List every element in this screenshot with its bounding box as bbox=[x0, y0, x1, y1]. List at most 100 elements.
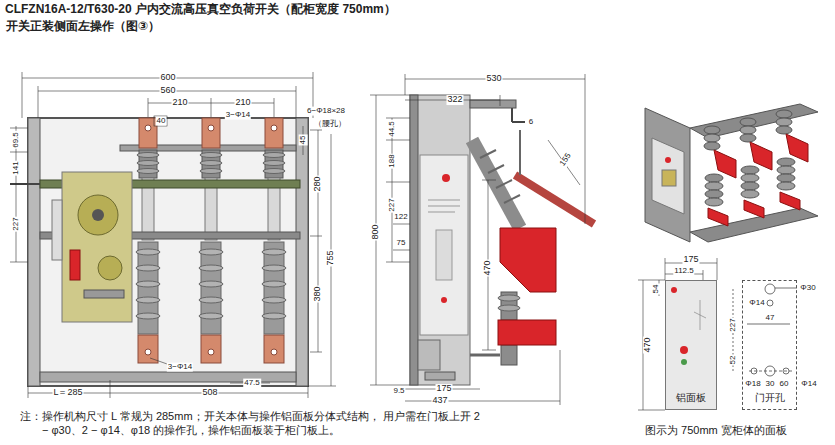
panel-drawing bbox=[681, 359, 687, 365]
side-view-cabinet bbox=[428, 200, 460, 201]
operating-mechanism bbox=[98, 256, 122, 280]
door-hole-drawing bbox=[749, 371, 792, 372]
side-view-dimensions bbox=[482, 350, 496, 351]
red-contact-parts bbox=[498, 320, 556, 345]
side-view-cabinet bbox=[512, 121, 525, 123]
switch-poles bbox=[199, 118, 223, 363]
side-view-dimensions bbox=[386, 262, 410, 263]
side-view-dimensions bbox=[370, 385, 410, 386]
front-view-dimensions bbox=[148, 98, 149, 117]
dimension-label: 6 bbox=[528, 118, 534, 127]
door-hole-drawing bbox=[765, 284, 775, 294]
dimension-label: 112.5 bbox=[673, 267, 694, 276]
dimension-label: 45 bbox=[299, 135, 308, 146]
side-view-dimensions bbox=[370, 74, 585, 405]
dimension-label: Φ30 bbox=[799, 284, 816, 293]
dimension-label: 30 bbox=[765, 380, 776, 389]
isometric-view bbox=[662, 170, 676, 186]
side-view-cabinet bbox=[410, 95, 470, 385]
dimension-label: 470 bbox=[483, 259, 493, 276]
panel-dimensions bbox=[638, 280, 665, 281]
note-text: 注：操作机构尺寸 L 常规为 285mm；开关本体与操作铝面板分体式结构， 用户… bbox=[20, 410, 483, 438]
dimension-label: 40 bbox=[156, 117, 167, 126]
operating-mechanism bbox=[78, 195, 118, 235]
front-view-dimensions bbox=[28, 386, 29, 398]
red-contact-parts bbox=[515, 175, 594, 224]
side-view-insulators bbox=[470, 354, 500, 357]
side-view-dimensions bbox=[392, 118, 393, 262]
dimension-label: 44.5 bbox=[388, 120, 397, 138]
dimension-label: 280 bbox=[313, 175, 323, 192]
dimension-label: 755 bbox=[326, 249, 336, 266]
side-view-insulators bbox=[504, 195, 520, 203]
dimension-label: 188 bbox=[388, 153, 397, 168]
front-view-dimensions bbox=[296, 86, 297, 118]
front-view-dimensions bbox=[310, 352, 322, 353]
front-view-dimensions bbox=[10, 184, 28, 185]
panel-drawing bbox=[680, 346, 688, 354]
isometric-view bbox=[645, 104, 818, 242]
side-view-insulators bbox=[425, 372, 455, 380]
door-hole-drawing bbox=[747, 324, 790, 325]
side-view-dimensions bbox=[370, 95, 410, 96]
dimension-label: 227 bbox=[729, 317, 738, 332]
side-view-insulators bbox=[501, 345, 517, 365]
dimension-label: 508 bbox=[201, 388, 218, 398]
dimension-label: 122 bbox=[393, 213, 408, 222]
panel-dimensions bbox=[703, 270, 704, 280]
dimension-label: 69.5 bbox=[12, 131, 21, 149]
panel-dimensions bbox=[717, 258, 718, 280]
front-view-dimensions bbox=[308, 386, 309, 398]
side-view-cabinet bbox=[410, 95, 418, 385]
panel-drawing bbox=[665, 280, 717, 410]
side-view-dimensions bbox=[405, 401, 560, 402]
front-view-dimensions bbox=[10, 152, 28, 153]
dimension-label: Φ14 bbox=[800, 380, 817, 389]
operating-mechanism bbox=[84, 290, 124, 298]
dimension-label: 227 bbox=[12, 216, 21, 231]
front-view-dimensions bbox=[211, 98, 212, 117]
front-view-dimensions bbox=[274, 98, 275, 117]
door-hole-drawing bbox=[767, 300, 773, 306]
dimension-label: 800 bbox=[371, 223, 381, 240]
door-hole-drawing bbox=[775, 288, 797, 289]
panel-box: 铝面板 bbox=[665, 280, 717, 410]
isometric-view bbox=[645, 108, 690, 242]
side-view-insulators bbox=[498, 305, 520, 311]
front-view-dimensions bbox=[22, 72, 23, 118]
dimension-label: 470 bbox=[643, 336, 653, 353]
panel-drawing bbox=[694, 312, 706, 318]
dimension-label: （腰孔） bbox=[313, 120, 347, 129]
dimension-label: 560 bbox=[159, 86, 176, 96]
side-view-insulators bbox=[498, 295, 520, 301]
red-contact-parts bbox=[500, 228, 556, 292]
dimension-label: 175 bbox=[682, 255, 699, 265]
panel-label: 铝面板 bbox=[676, 391, 706, 405]
dimension-label: 9.5 bbox=[392, 387, 405, 396]
side-view-dimensions bbox=[405, 74, 406, 95]
dimension-label: 155 bbox=[558, 151, 574, 169]
dimension-label: 380 bbox=[313, 285, 323, 302]
front-view-dimensions bbox=[10, 72, 336, 398]
side-view-dimensions bbox=[386, 118, 410, 119]
isometric-view bbox=[740, 118, 772, 218]
isometric-view bbox=[776, 110, 808, 210]
side-view-cabinet bbox=[420, 155, 468, 335]
side-view-insulators bbox=[488, 165, 504, 173]
operating-shaft bbox=[10, 183, 40, 185]
front-view-frame bbox=[28, 118, 308, 386]
side-view-cabinet bbox=[428, 206, 460, 207]
dimension-label: 6−Φ18×28 bbox=[306, 107, 346, 116]
side-view-dimensions bbox=[500, 95, 501, 106]
switch-poles bbox=[262, 118, 286, 363]
dimension-label: 52 bbox=[729, 355, 738, 366]
side-view-insulators bbox=[496, 180, 512, 188]
front-view-dimensions bbox=[38, 86, 39, 118]
dimension-label: 3−Φ14 bbox=[225, 111, 251, 120]
side-view-cabinet bbox=[428, 212, 455, 213]
dimension-label: 322 bbox=[446, 95, 463, 105]
dimension-label: 141 bbox=[12, 160, 21, 175]
side-view-dimensions bbox=[585, 74, 586, 224]
side-view-cabinet bbox=[441, 297, 447, 303]
side-view-dimensions bbox=[560, 350, 561, 405]
